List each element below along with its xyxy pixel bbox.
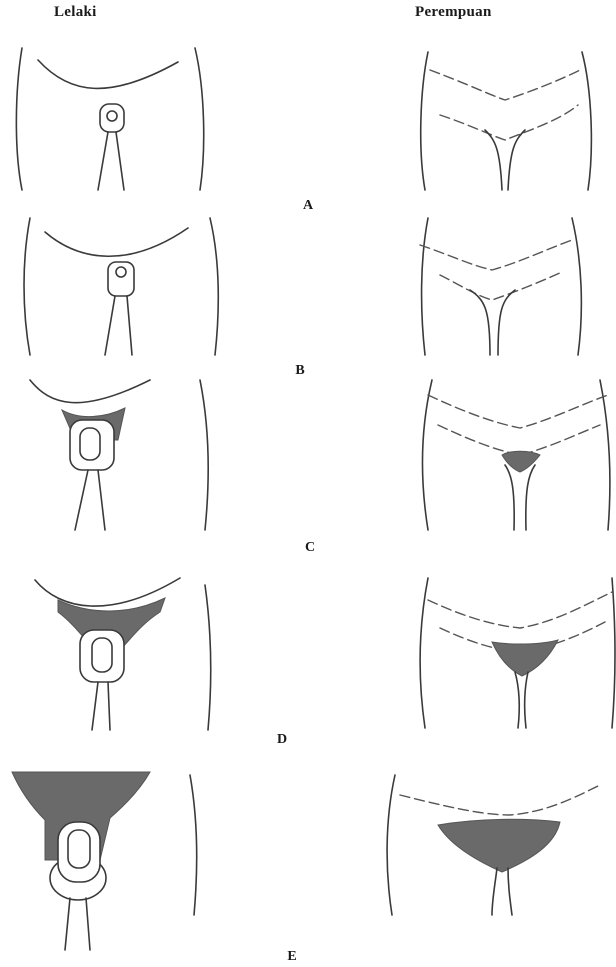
- stage-b-female: [420, 218, 581, 355]
- stage-label-d: D: [277, 732, 287, 747]
- stage-label-a: A: [303, 198, 314, 213]
- stage-label-c: C: [305, 540, 315, 555]
- stage-e-female: [387, 775, 600, 915]
- stage-e-male: [12, 772, 197, 950]
- stage-d-female: [420, 578, 615, 728]
- stage-c-male: [30, 380, 208, 530]
- stage-b-male: [24, 218, 218, 355]
- stage-a-male: [16, 48, 203, 190]
- stage-c-female: [422, 380, 610, 530]
- stage-a-female: [421, 52, 592, 190]
- stage-label-b: B: [295, 363, 304, 378]
- stage-label-e: E: [287, 949, 296, 964]
- stage-d-male: [35, 578, 211, 730]
